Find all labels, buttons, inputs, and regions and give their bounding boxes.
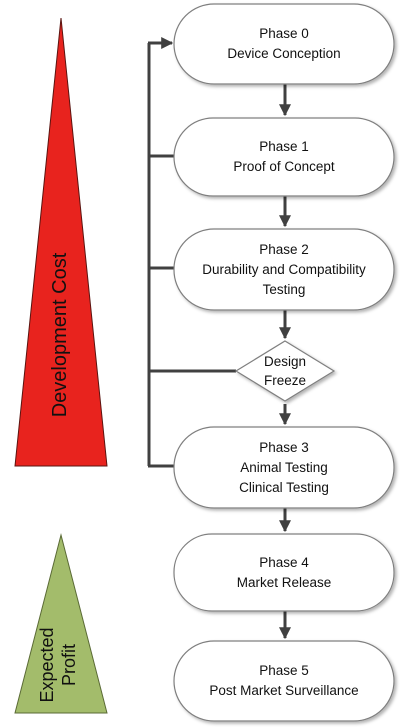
design-freeze-line-2: Freeze [263, 373, 307, 388]
design-freeze-diamond [234, 340, 336, 402]
phase-3-text: Phase 3 Animal Testing Clinical Testing [174, 427, 394, 508]
phase-2-description: Durability and Compatibility [202, 261, 366, 277]
phase-3-node [173, 426, 395, 509]
phase-3-title: Phase 3 [259, 439, 309, 455]
phase-4-node [173, 533, 395, 612]
development-cost-triangle [14, 17, 108, 467]
phase-1-title: Phase 1 [259, 139, 309, 154]
phase-5-title: Phase 5 [259, 663, 309, 678]
phase-2-text: Phase 2 Durability and Compatibility Tes… [174, 229, 394, 310]
expected-profit-line-2: Profit [59, 644, 79, 687]
phase-4-text: Phase 4 Market Release [174, 534, 394, 611]
phase-5-description: Post Market Surveillance [209, 683, 359, 698]
design-freeze-text: Design Freeze [236, 341, 334, 401]
phase-0-description: Device Conception [227, 46, 341, 61]
phase-4-description: Market Release [236, 574, 332, 590]
phase-2-description-2: Testing [262, 281, 306, 297]
phase-0-node [173, 3, 395, 85]
phase-1-node [173, 117, 395, 197]
phase-2-node [173, 228, 395, 311]
design-freeze-line-1: Design [263, 354, 307, 369]
development-cost-label: Development Cost [49, 252, 71, 418]
phase-5-node [173, 640, 395, 722]
phase-5-text: Phase 5 Post Market Surveillance [174, 641, 394, 721]
phase-4-title: Phase 4 [259, 554, 309, 570]
phase-0-title: Phase 0 [259, 26, 309, 41]
phase-3-description-2: Clinical Testing [239, 479, 329, 495]
expected-profit-line-1: Expected [37, 627, 57, 703]
phase-2-title: Phase 2 [259, 241, 309, 257]
phase-1-description: Proof of Concept [233, 159, 335, 174]
phase-0-text: Phase 0 Device Conception [174, 4, 394, 84]
expected-profit-label: Expected Profit [36, 605, 80, 725]
expected-profit-triangle [14, 533, 108, 714]
phase-3-description: Animal Testing [240, 459, 328, 475]
phase-1-text: Phase 1 Proof of Concept [174, 118, 394, 196]
